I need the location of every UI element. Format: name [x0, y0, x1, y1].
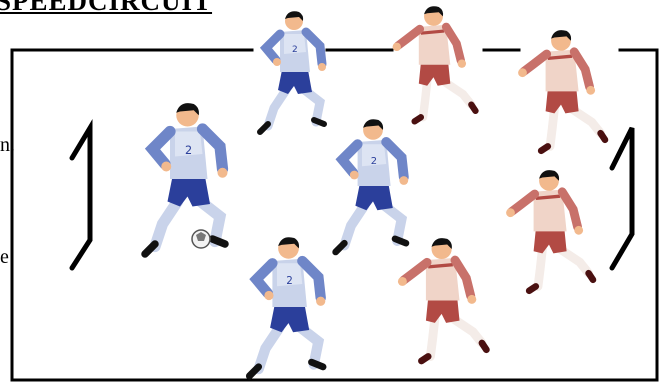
blue-player-bottom [249, 237, 325, 376]
ball-icon [192, 230, 210, 248]
blue-player-middle [336, 119, 409, 252]
right-goal [612, 128, 632, 268]
left-goal [72, 128, 90, 268]
red-player-top-left [393, 6, 476, 121]
blue-player-with-ball [145, 103, 228, 254]
red-player-bottom [398, 238, 486, 361]
red-player-middle [506, 170, 593, 291]
red-player-top-right [518, 30, 605, 151]
blue-player-top [260, 11, 326, 132]
